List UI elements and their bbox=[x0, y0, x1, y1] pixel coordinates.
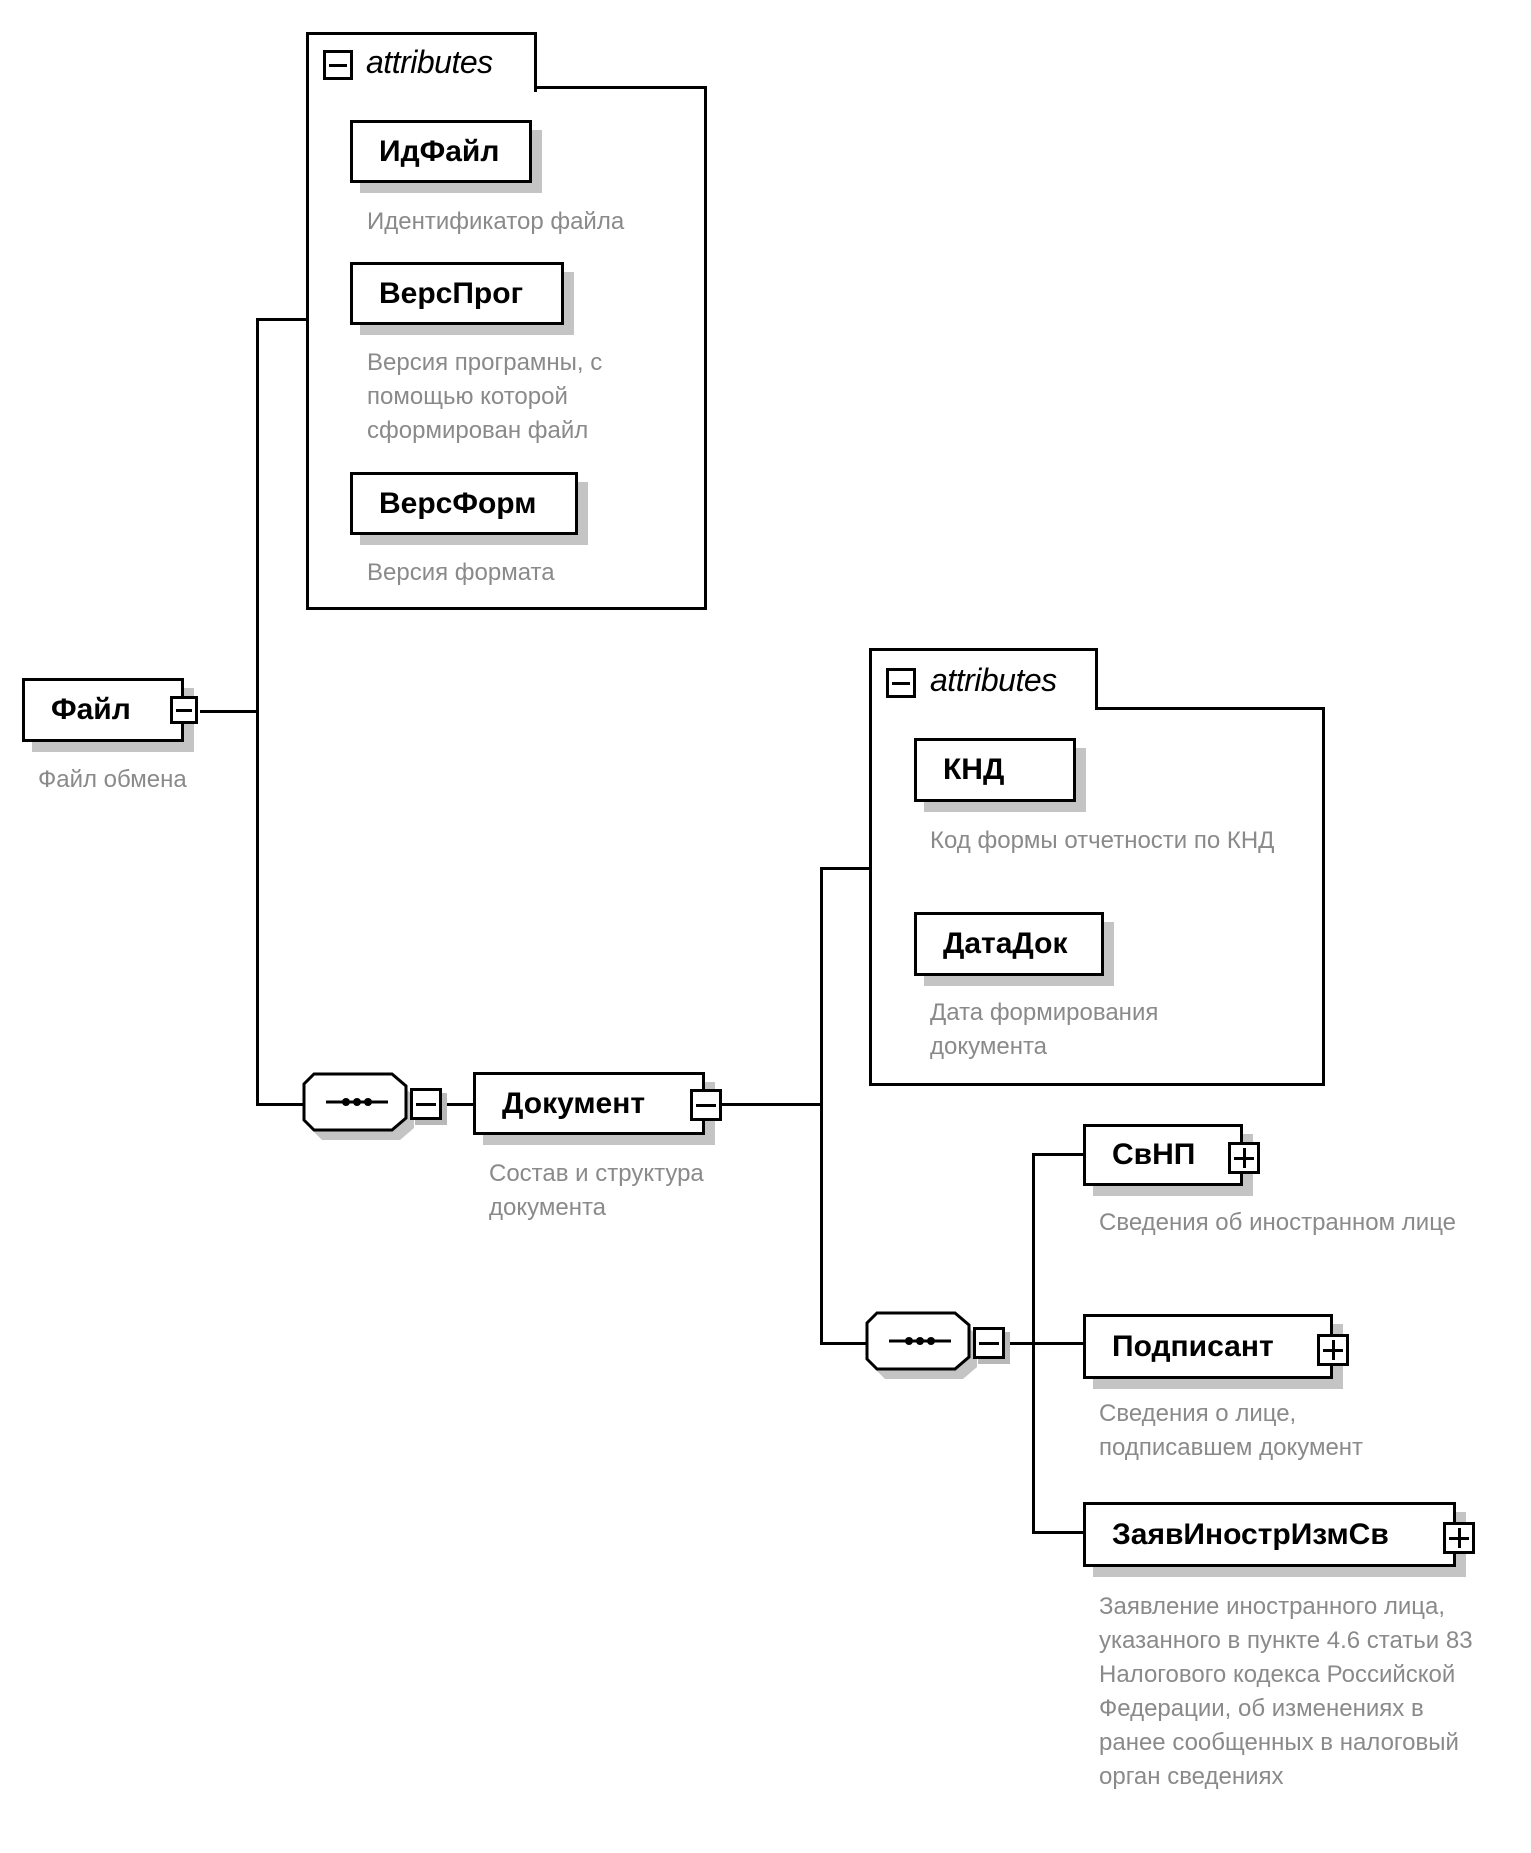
attribute-name: ВерсФорм bbox=[379, 486, 537, 520]
attribute-name: ИдФайл bbox=[379, 134, 500, 168]
connector bbox=[820, 1342, 868, 1345]
expand-toggle-icon[interactable] bbox=[1317, 1334, 1349, 1366]
element-name: Подписант bbox=[1112, 1329, 1274, 1363]
attribute-description: Код формы отчетности по КНД bbox=[930, 827, 1275, 854]
connector bbox=[1032, 1153, 1035, 1533]
element-description: Сведения об иностранном лице bbox=[1099, 1209, 1457, 1236]
attribute-description: Версия програмны, с помощью которой сфор… bbox=[367, 349, 603, 444]
element-description: Сведения о лице, подписавшем документ bbox=[1099, 1400, 1364, 1461]
connector bbox=[200, 710, 258, 713]
collapse-toggle-icon[interactable] bbox=[170, 696, 198, 724]
element-node[interactable]: Документ bbox=[473, 1072, 705, 1135]
connector bbox=[256, 1103, 306, 1106]
attribute-description: Версия формата bbox=[367, 559, 555, 586]
element-description: Файл обмена bbox=[38, 766, 187, 793]
element-description: Состав и структура документа bbox=[489, 1160, 704, 1221]
attribute-description: Дата формирования документа bbox=[930, 999, 1159, 1060]
element-description: Заявление иностранного лица, указанного … bbox=[1099, 1593, 1473, 1790]
collapse-toggle-icon[interactable] bbox=[973, 1327, 1005, 1359]
connector bbox=[256, 318, 308, 321]
connector bbox=[256, 318, 259, 1105]
attribute-name: КНД bbox=[943, 753, 1005, 786]
element-name: ЗаявИнострИзмСв bbox=[1112, 1517, 1389, 1551]
element-name: Файл bbox=[51, 693, 131, 726]
connector bbox=[722, 1103, 822, 1106]
connector bbox=[1032, 1531, 1085, 1534]
attributes-tab[interactable] bbox=[869, 648, 1098, 710]
connector bbox=[1003, 1342, 1083, 1345]
attribute-name: ВерсПрог bbox=[379, 276, 524, 310]
element-node[interactable]: ЗаявИнострИзмСв bbox=[1083, 1502, 1456, 1567]
element-name: СвНП bbox=[1112, 1138, 1196, 1171]
connector bbox=[820, 867, 871, 870]
connector bbox=[1032, 1153, 1085, 1156]
expand-toggle-icon[interactable] bbox=[1228, 1142, 1260, 1174]
sequence-compositor bbox=[865, 1311, 977, 1379]
attribute-node[interactable]: ВерсПрог bbox=[350, 262, 564, 325]
connector bbox=[440, 1103, 475, 1106]
attributes-title: attributes bbox=[930, 662, 1057, 698]
attribute-node[interactable]: ДатаДок bbox=[914, 912, 1104, 976]
root-element-node[interactable]: Файл bbox=[22, 678, 184, 742]
attribute-name: ДатаДок bbox=[943, 927, 1068, 960]
connector bbox=[820, 867, 823, 1345]
sequence-compositor bbox=[302, 1072, 414, 1140]
collapse-toggle-icon[interactable] bbox=[690, 1089, 722, 1121]
collapse-toggle-icon[interactable] bbox=[410, 1088, 442, 1120]
attribute-node[interactable]: ВерсФорм bbox=[350, 472, 578, 535]
attribute-node[interactable]: ИдФайл bbox=[350, 120, 532, 183]
attribute-node[interactable]: КНД bbox=[914, 738, 1076, 802]
attributes-title: attributes bbox=[366, 44, 493, 80]
element-name: Документ bbox=[502, 1086, 646, 1120]
attribute-description: Идентификатор файла bbox=[367, 208, 625, 235]
expand-toggle-icon[interactable] bbox=[1443, 1522, 1475, 1554]
tab-gap bbox=[872, 706, 1095, 712]
element-node[interactable]: СвНП bbox=[1083, 1124, 1243, 1186]
element-node[interactable]: Подписант bbox=[1083, 1314, 1333, 1379]
collapse-toggle-icon[interactable] bbox=[886, 668, 916, 698]
tab-gap bbox=[309, 86, 534, 92]
collapse-toggle-icon[interactable] bbox=[323, 50, 353, 80]
